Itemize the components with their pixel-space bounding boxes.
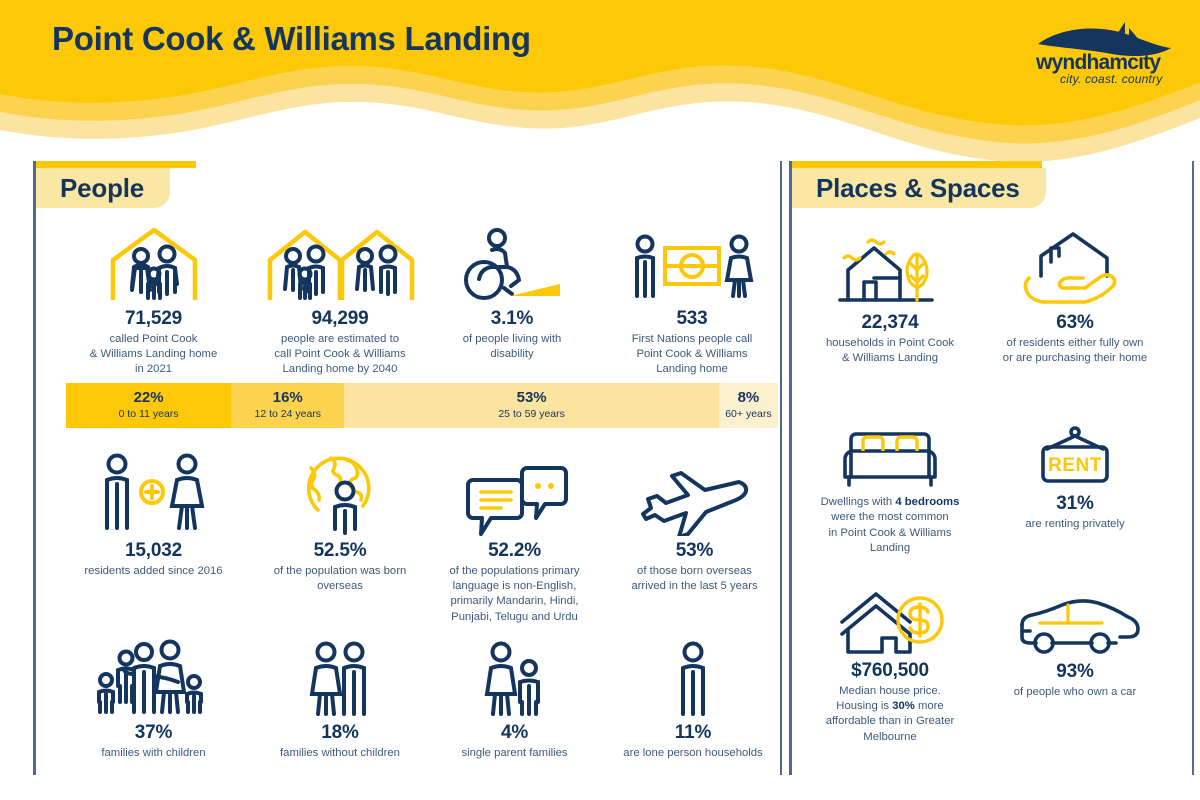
rent-sign-icon: RENT	[985, 425, 1165, 489]
house-with-tree-icon	[800, 232, 980, 308]
stat-value: 71,529	[125, 308, 182, 329]
stat-label: of those born overseas arrived in the la…	[631, 564, 758, 593]
stat-value: 63%	[1056, 312, 1094, 333]
stat-value: 3.1%	[490, 308, 534, 329]
logo-tagline: city. coast. country	[1060, 72, 1163, 86]
age-segment: 22% 0 to 11 years	[66, 383, 232, 428]
age-segment: 16% 12 to 24 years	[231, 383, 345, 428]
age-segment-pct: 53%	[516, 389, 547, 407]
stat-value: 93%	[1056, 661, 1094, 682]
stat-residents-added: 15,032 residents added since 2016	[66, 448, 241, 579]
stat-families-without-children: 18% families without children	[250, 636, 430, 761]
stat-value: 4%	[500, 722, 529, 743]
stat-label: families with children	[101, 746, 206, 759]
stat-families-with-children: 37% families with children	[66, 636, 241, 761]
age-segment-range: 60+ years	[725, 407, 772, 420]
people-section-title: People	[60, 172, 145, 203]
stat-value: 31%	[1056, 493, 1094, 514]
age-segment-pct: 16%	[272, 389, 303, 407]
stat-recent-arrivals: 53% of those born overseas arrived in th…	[612, 460, 777, 594]
age-segment-pct: 22%	[133, 389, 164, 407]
family-with-children-icon	[66, 636, 241, 718]
stat-disability: 3.1% of people living with disability	[437, 222, 587, 362]
age-segment-range: 0 to 11 years	[118, 407, 179, 420]
stat-label: of the populations primary language is n…	[449, 564, 580, 623]
stat-value: 52.2%	[488, 540, 541, 561]
page-header: Point Cook & Williams Landing wyndhamcit…	[0, 0, 1200, 175]
places-section-tab: Places & Spaces	[792, 168, 1046, 208]
stat-home-ownership: 63% of residents either fully own or are…	[975, 232, 1175, 366]
stat-value: 53%	[675, 540, 714, 561]
stat-label: of the population was born overseas	[273, 564, 407, 593]
people-card-top-accent	[36, 161, 196, 168]
places-card-top-accent	[792, 161, 1042, 168]
wyndham-city-logo: wyndhamcity city. coast. country	[1030, 18, 1175, 88]
stat-population-2040: 94,299 people are estimated to call Poin…	[250, 222, 430, 378]
stat-label: called Point Cook & Williams Landing hom…	[89, 332, 218, 376]
page-title: Point Cook & Williams Landing	[52, 20, 531, 57]
stat-label: First Nations people call Point Cook & W…	[631, 332, 753, 376]
two-people-plus-icon	[66, 448, 241, 536]
stat-label: single parent families	[461, 746, 568, 759]
stat-renting: RENT 31% are renting privately	[985, 425, 1165, 532]
age-distribution-bar: 22% 0 to 11 years 16% 12 to 24 years 53%…	[66, 383, 778, 428]
svg-text:RENT: RENT	[1048, 455, 1102, 476]
people-section-tab: People	[36, 168, 171, 208]
family-in-house-icon	[66, 222, 241, 304]
stat-value: 52.5%	[313, 540, 367, 561]
stat-value: $760,500	[851, 660, 929, 681]
stat-value: 533	[676, 308, 708, 329]
stat-lone-person: 11% are lone person households	[608, 636, 778, 761]
header-wave-graphic	[0, 0, 1200, 162]
stat-language: 52.2% of the populations primary languag…	[432, 460, 597, 625]
sailboat-swoosh-icon	[1038, 22, 1171, 56]
age-segment-pct: 8%	[737, 389, 760, 407]
stat-label: are renting privately	[1025, 517, 1125, 530]
house-in-hand-icon	[975, 232, 1175, 308]
places-section-title: Places & Spaces	[816, 172, 1020, 203]
age-segment-range: 25 to 59 years	[498, 407, 565, 420]
stat-value: 94,299	[311, 308, 369, 329]
aboriginal-flag-people-icon	[612, 222, 772, 304]
airplane-icon	[612, 460, 777, 536]
stat-single-parent: 4% single parent families	[437, 636, 592, 761]
stat-households: 22,374 households in Point Cook & Willia…	[800, 232, 980, 366]
globe-person-icon	[250, 448, 430, 536]
age-segment: 53% 25 to 59 years	[344, 383, 719, 428]
stat-label: families without children	[280, 746, 400, 759]
stat-label: are lone person households	[623, 746, 763, 759]
stat-population-2021: 71,529 called Point Cook & Williams Land…	[66, 222, 241, 378]
stat-car-ownership: 93% of people who own a car	[985, 595, 1165, 700]
bed-icon	[795, 425, 985, 489]
stat-value: 11%	[674, 722, 712, 743]
age-segment-range: 12 to 24 years	[254, 407, 322, 420]
house-dollar-icon	[795, 590, 985, 656]
stat-label: residents added since 2016	[84, 564, 223, 577]
stat-first-nations: 533 First Nations people call Point Cook…	[612, 222, 772, 378]
stat-label: households in Point Cook & Williams Land…	[825, 336, 955, 365]
speech-bubbles-icon	[432, 460, 597, 536]
lone-person-icon	[608, 636, 778, 718]
stat-value: 15,032	[125, 540, 182, 561]
two-families-in-houses-icon	[250, 222, 430, 304]
stat-value: 22,374	[861, 312, 919, 333]
single-parent-icon	[437, 636, 592, 718]
age-segment: 8% 60+ years	[718, 383, 778, 428]
wheelchair-ramp-icon	[437, 222, 587, 304]
stat-label: of residents either fully own or are pur…	[1002, 336, 1148, 365]
stat-label: people are estimated to call Point Cook …	[274, 332, 406, 376]
stat-median-house-price: $760,500 Median house price.Housing is 3…	[795, 590, 985, 745]
stat-value: 18%	[321, 722, 359, 743]
car-icon	[985, 595, 1165, 657]
stat-born-overseas: 52.5% of the population was born oversea…	[250, 448, 430, 594]
couple-icon	[250, 636, 430, 718]
logo-wordmark: wyndhamcity	[1036, 51, 1161, 74]
stat-label: of people living with disability	[462, 332, 562, 361]
stat-label: of people who own a car	[1013, 685, 1137, 698]
stat-value: 37%	[134, 722, 173, 743]
